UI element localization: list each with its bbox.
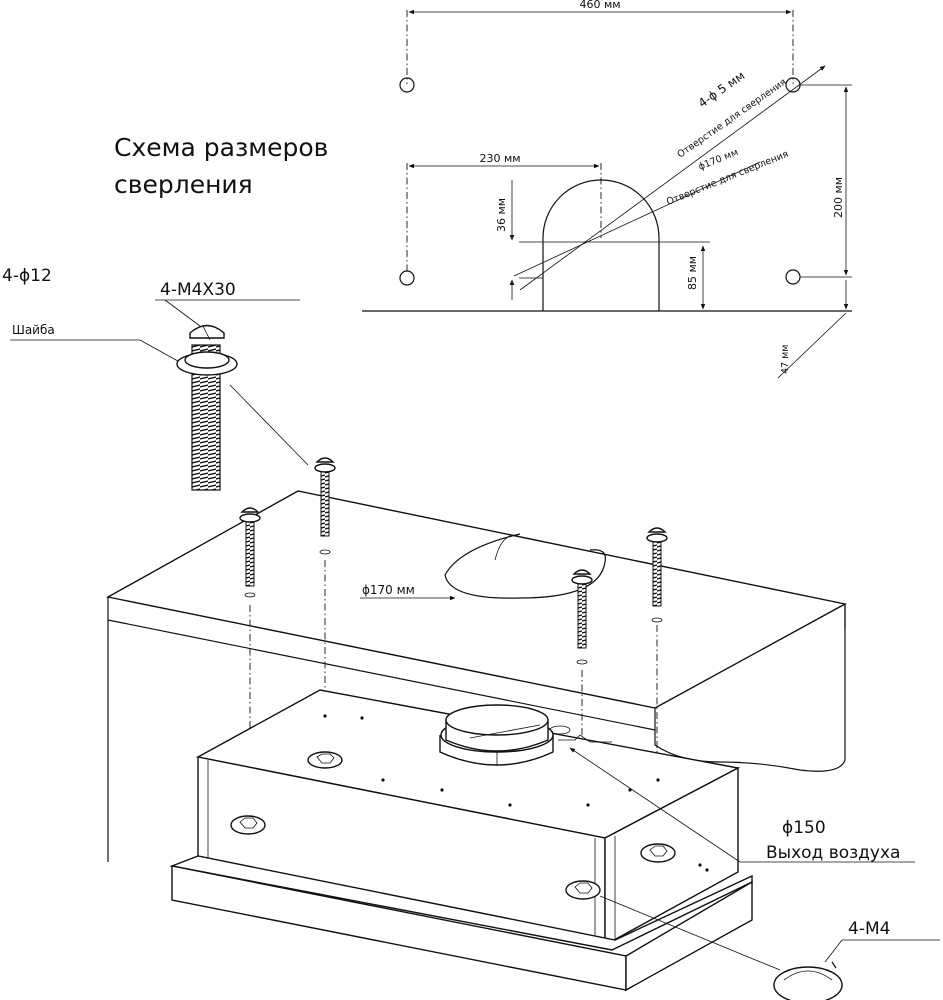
screw-4 (646, 527, 668, 623)
washer-label: Шайба (12, 323, 55, 337)
large-screw (176, 324, 238, 491)
dim-200-label: 200 мм (832, 177, 845, 218)
dim-36-label: 36 мм (495, 198, 508, 232)
opening-arch (542, 179, 660, 311)
holes-12-label: 4-ϕ12 (2, 266, 52, 286)
screw-label: 4-M4X30 (160, 280, 236, 300)
drilling-scheme: 460 мм 230 мм 36 мм 85 мм 200 мм 47 мм (362, 0, 852, 379)
small-holes-label: 4-ϕ 5 мм (696, 68, 748, 110)
nut-front-1 (230, 815, 266, 835)
callout-leader (229, 384, 309, 466)
outlet-diameter-label: ϕ150 (782, 818, 826, 838)
nut-detail (773, 961, 843, 1000)
dim-230-label: 230 мм (479, 152, 520, 165)
drill-hole-bottom-left (399, 270, 415, 286)
wall-cabinet (106, 490, 848, 862)
outlet-label: Выход воздуха (766, 843, 900, 863)
nuts-label: 4-M4 (848, 919, 890, 939)
drill-hole-bottom-right (785, 269, 801, 285)
dim-460-label: 460 мм (579, 0, 620, 11)
dim-47-label: 47 мм (780, 345, 791, 374)
title-line-1: Схема размеров (114, 133, 328, 162)
cabinet-hole-label: ϕ170 мм (362, 583, 415, 597)
screws (239, 457, 668, 665)
drill-hole-top-left (399, 77, 415, 93)
screw-3 (571, 569, 593, 665)
title-line-2: сверления (114, 170, 253, 199)
cabinet-cutout (444, 533, 607, 599)
dim-85-label: 85 мм (686, 256, 699, 290)
screw-2 (314, 457, 336, 555)
air-outlet (439, 704, 554, 766)
nut-front-2 (565, 880, 601, 900)
nut-top-1 (307, 751, 343, 769)
hood-unit (169, 689, 753, 992)
nut-side (640, 843, 676, 863)
screw-1 (239, 507, 261, 598)
